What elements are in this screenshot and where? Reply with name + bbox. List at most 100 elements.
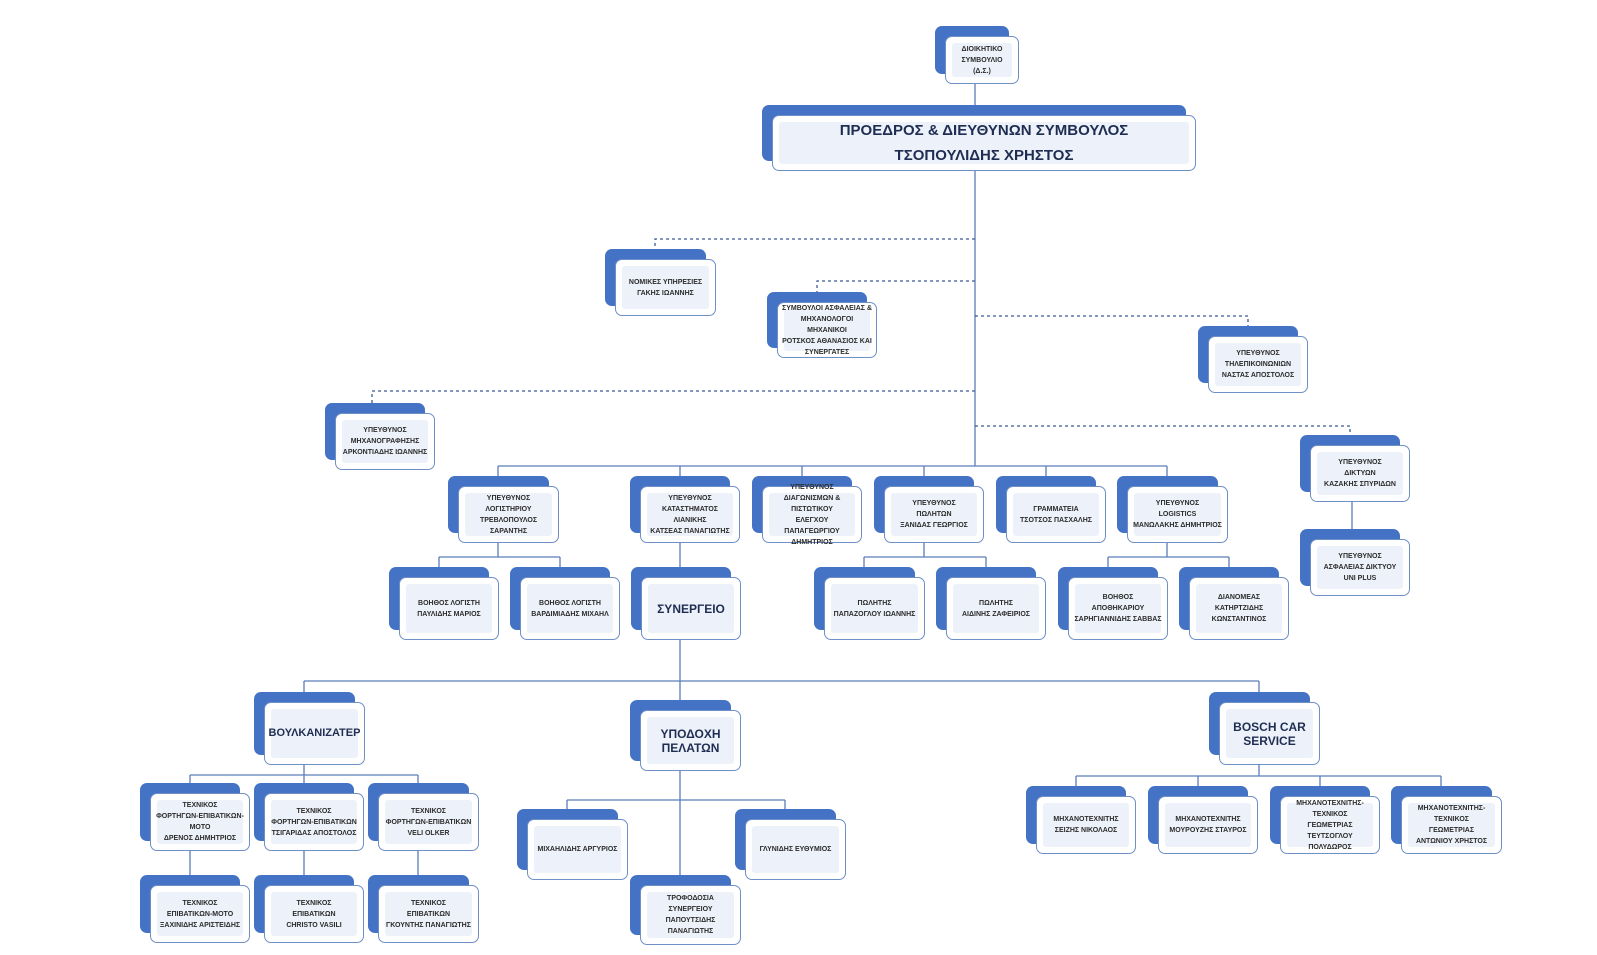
box-text-line: ΤΣΟΤΣΟΣ ΠΑΣΧΑΛΗΣ [1020,516,1092,524]
box-text-line: ΑΙΔΙΝΗΣ ΖΑΦΕΙΡΙΟΣ [962,610,1030,618]
box-card: ΤΕΧΝΙΚΟΣ ΦΟΡΤΗΓΩΝ-ΕΠΙΒΑΤΙΚΩΝ VELI OLKER [378,793,479,851]
box-text-line: ΣΥΜΒΟΥΛΙΟ [961,56,1003,64]
dashed-connector [654,238,975,249]
box-text-line: ΤΕΧΝΙΚΟΣ [1312,810,1348,818]
box-text: ΤΕΧΝΙΚΟΣ ΦΟΡΤΗΓΩΝ-ΕΠΙΒΑΤΙΚΩΝ VELI OLKER [382,806,476,839]
box-text-line: ΚΩΝΣΤΑΝΤΙΝΟΣ [1211,616,1267,623]
box-text-line: UNI PLUS [1343,575,1377,582]
box-text-line: ΠΑΠΑΖΟΓΛΟΥ ΙΩΑΝΝΗΣ [833,610,916,618]
box-text: ΒΟΥΛΚΑΝΙΖΑΤΕΡ [265,727,365,740]
org-box-tires: ΒΟΥΛΚΑΝΙΖΑΤΕΡ [254,692,365,765]
box-text-line: ΥΠΕΥΘΥΝΟΣ [1338,553,1382,560]
box-text-line: ΤΕΧΝΙΚΟΣ [410,899,446,907]
box-text-line: ΜΗΧΑΝΟΤΕΧΝΙΤΗΣ [1175,816,1241,823]
box-card-fill [1134,493,1221,536]
box-card-fill [1317,546,1403,589]
box-text-line: ΒΑΡΔΙΜΙΑΔΗΣ ΜΙΧΑΗΛ [531,610,609,618]
box-card-fill [647,493,733,536]
box-text-line: ΓΚΟΥΝΤΗΣ ΠΑΝΑΓΙΩΤΗΣ [386,921,471,929]
box-text-line: ΣΕΙΖΗΣ ΝΙΚΟΛΑΟΣ [1054,827,1118,834]
box-text-line: ΤΗΛΕΠΙΚΟΙΝΩΝΙΩΝ [1224,361,1292,368]
box-card-fill [953,584,1039,633]
box-text-line: ΣΥΝΕΡΓΑΤΕΣ [804,348,850,356]
box-card-fill [784,309,870,351]
box-text-line: ΓΛΥΝΙΔΗΣ ΕΥΘΥΜΙΟΣ [759,846,832,853]
box-text-line: ΜΗΧΑΝΟΤΕΧΝΙΤΗΣ- [1417,805,1486,812]
box-text-line: ΠΑΥΛΙΔΗΣ ΜΑΡΙΟΣ [417,610,481,618]
box-text-line: ΤΕΥΤΣΟΓΛΟΥ ΠΟΛΥΔΩΡΟΣ [1307,832,1353,851]
box-text-line: ΑΠΟΘΗΚΑΡΙΟΥ [1091,605,1145,612]
box-card-fill [1043,803,1129,847]
box-text-line: ΑΡΚΟΝΤΙΑΔΗΣ ΙΩΑΝΝΗΣ [342,449,428,456]
box-card-fill [534,826,621,873]
box-text-line: ΠΩΛΗΤΩΝ [916,511,952,518]
box-text-line: ΤΣΟΠΟΥΛΙΔΗΣ ΧΡΗΣΤΟΣ [894,147,1074,164]
box-text-line: ΥΠΕΥΘΥΝΟΣ [912,500,956,507]
box-text-line: ΜΗΧΑΝΟΤΕΧΝΙΤΗΣ- [1296,799,1364,807]
box-card-fill [1196,584,1282,633]
org-box-workshop: ΣΥΝΕΡΓΕΙΟ [631,567,741,640]
box-card-fill [1013,493,1099,536]
box-text-line: ΜΗΧΑΝΟΛΟΓΟΙ ΜΗΧΑΝΙΚΟΙ [800,315,854,334]
box-card-fill [1075,584,1161,633]
box-text-line: ΤΕΧΝΙΚΟΣ [296,807,332,815]
box-text-line: ΤΕΧΝΙΚΟΣ [1434,816,1469,823]
box-card: ΜΙΧΑΗΛΙΔΗΣ ΑΡΓΥΡΙΟΣ [527,819,628,880]
box-text-line: ΕΠΙΒΑΤΙΚΩΝ [406,910,451,918]
box-text-line: ΕΠΙΒΑΤΙΚΩΝ [292,910,336,918]
box-text-line: ΦΟΡΤΗΓΩΝ-ΕΠΙΒΑΤΙΚΩΝ [385,818,472,826]
org-box-tech6: ΤΕΧΝΙΚΟΣ ΕΠΙΒΑΤΙΚΩΝ ΓΚΟΥΝΤΗΣ ΠΑΝΑΓΙΩΤΗΣ [368,875,479,943]
org-box-rec1: ΜΙΧΑΗΛΙΔΗΣ ΑΡΓΥΡΙΟΣ [517,809,628,880]
box-text-line: ΣΥΜΒΟΥΛΟΙ ΑΣΦΑΛΕΙΑΣ & [782,304,873,312]
box-text-line: ΥΠΕΥΘΥΝΟΣ [363,427,407,434]
box-text-line: ΡΟΤΣΚΟΣ ΑΘΑΝΑΣΙΟΣ ΚΑΙ [782,337,872,345]
box-text: ΠΩΛΗΤΗΣ ΠΑΠΑΖΟΓΛΟΥ ΙΩΑΝΝΗΣ [830,598,920,620]
box-card-fill [157,892,243,936]
box-card-fill [271,709,358,758]
box-text-line: ΤΕΧΝΙΚΟΣ [296,899,332,907]
box-text-line: ΤΡΕΒΛΟΠΟΥΛΟΣ ΣΑΡΑΝΤΗΣ [479,516,538,535]
box-text-line: ΥΠΕΥΘΥΝΟΣ [1338,459,1382,466]
box-text-line: ΚΑΖΑΚΗΣ ΣΠΥΡΙΔΩΝ [1324,481,1396,488]
box-text-line: ΠΩΛΗΤΗΣ [857,599,892,607]
box-text-line: ΥΠΕΥΘΥΝΟΣ [1155,500,1200,507]
box-text-line: VELI OLKER [407,829,450,837]
box-text-line: ΤΕΧΝΙΚΟΣ [182,802,218,809]
box-text-line: ΔΙΑΝΟΜΕΑΣ [1217,594,1261,601]
box-text-line: ΤΕΧΝΙΚΟΣ [410,807,446,815]
box-text-line: ΤΕΧΝΙΚΟΣ [182,899,218,907]
